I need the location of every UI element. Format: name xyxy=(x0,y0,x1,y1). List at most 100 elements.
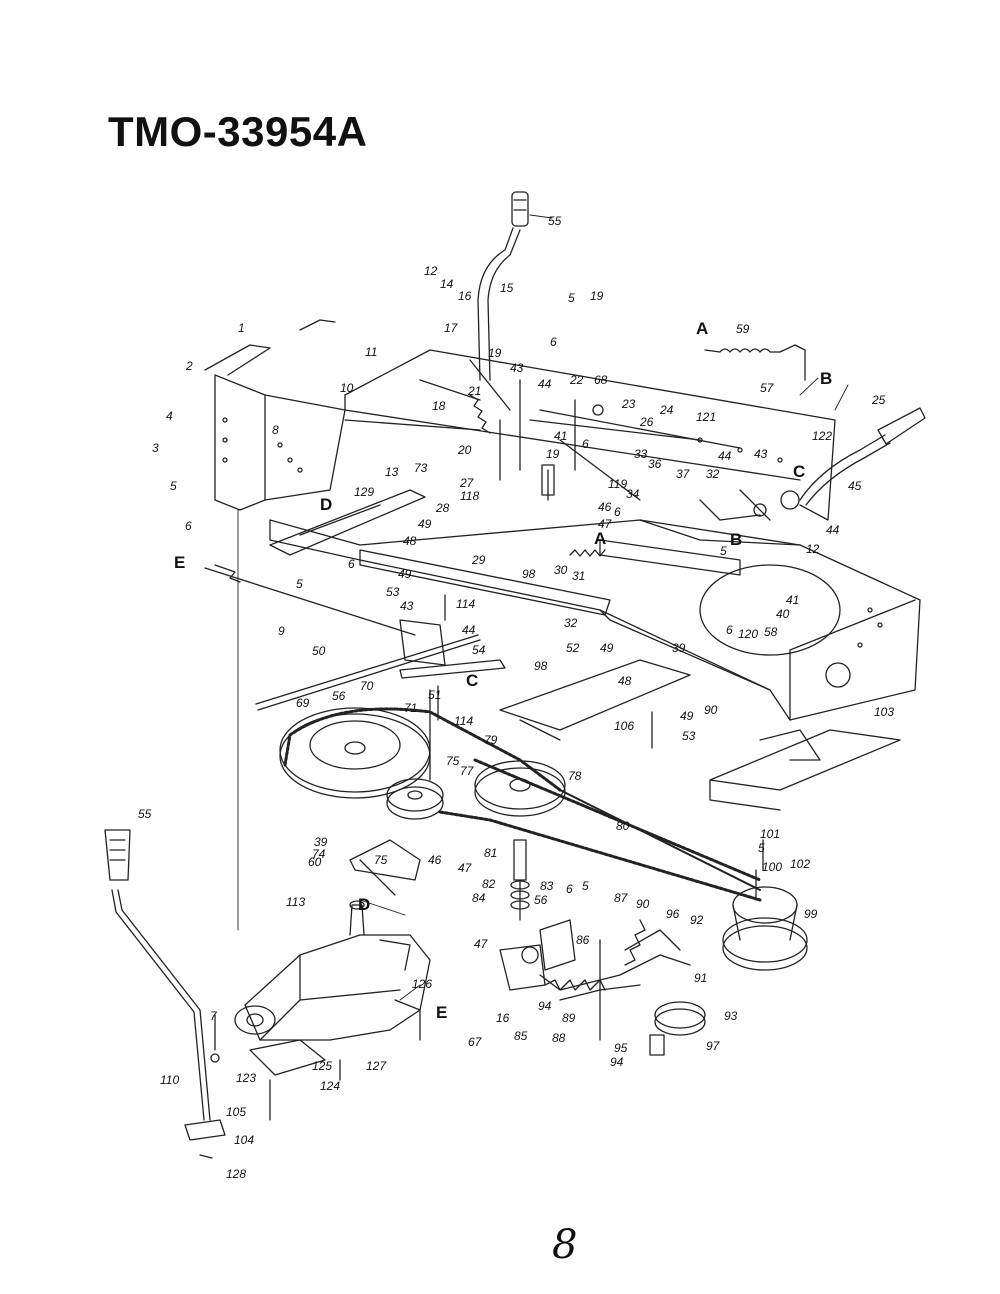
part-label-p49a: 49 xyxy=(418,517,432,531)
part-label-p3: 3 xyxy=(152,441,159,455)
part-label-p6a: 6 xyxy=(185,519,192,533)
part-label-p36: 36 xyxy=(648,457,662,471)
part-label-p94b: 94 xyxy=(610,1055,624,1069)
upper-linkages xyxy=(204,191,926,811)
part-label-p106: 106 xyxy=(614,719,634,733)
part-label-p95: 95 xyxy=(614,1041,628,1055)
part-label-p30: 30 xyxy=(554,563,568,577)
part-label-p5a: 5 xyxy=(170,479,177,493)
part-label-p128: 128 xyxy=(226,1167,246,1181)
part-label-p41b: 41 xyxy=(786,593,799,607)
part-label-p6g: 6 xyxy=(566,882,573,896)
part-label-p26: 26 xyxy=(639,415,654,429)
part-label-p113: 113 xyxy=(286,895,305,909)
part-label-p1: 1 xyxy=(238,321,245,335)
part-label-p58: 58 xyxy=(764,625,778,639)
part-label-p75a: 75 xyxy=(446,754,460,768)
part-label-p5b: 5 xyxy=(568,291,575,305)
part-label-p125: 125 xyxy=(312,1059,332,1073)
part-label-p114b: 114 xyxy=(454,714,473,728)
part-label-p101: 101 xyxy=(760,827,780,841)
callout-d-left: D xyxy=(320,495,332,514)
part-label-p69: 69 xyxy=(296,696,310,710)
part-label-p43c: 43 xyxy=(400,599,414,613)
chassis-frame xyxy=(214,349,921,721)
part-label-p129: 129 xyxy=(354,485,374,499)
part-label-p9: 9 xyxy=(278,624,285,638)
part-label-p97: 97 xyxy=(706,1039,721,1053)
part-label-p44a: 44 xyxy=(538,377,552,391)
part-label-p12b: 12 xyxy=(806,542,820,556)
belt-pulleys xyxy=(279,689,808,1056)
part-label-p90b: 90 xyxy=(636,897,650,911)
part-label-p17: 17 xyxy=(444,321,459,335)
part-label-p114a: 114 xyxy=(456,597,475,611)
part-label-p8: 8 xyxy=(272,423,279,437)
part-label-p25: 25 xyxy=(871,393,886,407)
part-label-p122: 122 xyxy=(812,429,832,443)
part-label-p55a: 55 xyxy=(548,214,562,228)
part-label-p10: 10 xyxy=(340,381,354,395)
part-label-p92: 92 xyxy=(690,913,704,927)
part-label-p110: 110 xyxy=(160,1073,179,1087)
part-label-p99: 99 xyxy=(804,907,818,921)
part-label-p6b: 6 xyxy=(550,335,557,349)
part-label-p56b: 56 xyxy=(534,893,548,907)
part-label-p12a: 12 xyxy=(424,264,438,278)
part-label-p127: 127 xyxy=(366,1059,387,1073)
part-label-p53b: 53 xyxy=(682,729,696,743)
part-label-p73: 73 xyxy=(414,461,428,475)
part-label-p44d: 44 xyxy=(462,623,476,637)
part-label-p21: 21 xyxy=(467,384,481,398)
part-label-p34: 34 xyxy=(626,487,640,501)
part-label-p85: 85 xyxy=(514,1029,528,1043)
callout-a-top: A xyxy=(696,319,708,338)
part-label-p87: 87 xyxy=(614,891,629,905)
part-label-p43a: 43 xyxy=(510,361,524,375)
part-label-p68: 68 xyxy=(594,373,608,387)
part-label-p14: 14 xyxy=(440,277,454,291)
part-label-p31: 31 xyxy=(572,569,585,583)
part-label-p32a: 32 xyxy=(706,467,720,481)
part-label-p46a: 46 xyxy=(598,500,612,514)
part-label-p5c: 5 xyxy=(720,544,727,558)
part-label-p55b: 55 xyxy=(138,807,152,821)
part-label-p52: 52 xyxy=(566,641,580,655)
part-label-p86: 86 xyxy=(576,933,590,947)
part-label-p15: 15 xyxy=(500,281,514,295)
part-label-p2: 2 xyxy=(185,359,193,373)
callout-e-left: E xyxy=(174,553,185,572)
part-label-p78: 78 xyxy=(568,769,582,783)
part-label-p33: 33 xyxy=(634,447,648,461)
part-label-p119: 119 xyxy=(608,477,627,491)
part-label-p93: 93 xyxy=(724,1009,738,1023)
part-label-p19a: 19 xyxy=(488,346,502,360)
part-label-p49c: 49 xyxy=(600,641,614,655)
part-label-p5d: 5 xyxy=(296,577,303,591)
part-label-p59: 59 xyxy=(736,322,750,336)
idler-brackets xyxy=(349,839,691,1001)
part-label-p89: 89 xyxy=(562,1011,576,1025)
part-label-p32b: 32 xyxy=(564,616,578,630)
part-label-p5f: 5 xyxy=(758,841,765,855)
part-label-p13: 13 xyxy=(385,465,399,479)
diagram-title: TMO-33954A xyxy=(108,108,368,155)
part-label-p98a: 98 xyxy=(522,567,536,581)
part-label-p44b: 44 xyxy=(718,449,732,463)
leader-lines xyxy=(237,214,849,1001)
page-number: 8 xyxy=(552,1222,578,1268)
part-label-p23: 23 xyxy=(621,397,636,411)
part-label-p16a: 16 xyxy=(458,289,472,303)
callout-b-top: B xyxy=(820,369,832,388)
part-label-p88: 88 xyxy=(552,1031,566,1045)
part-label-p6c: 6 xyxy=(582,437,589,451)
part-label-p19b: 19 xyxy=(590,289,604,303)
part-label-p11: 11 xyxy=(365,345,377,359)
transaxle-113 xyxy=(104,829,431,1159)
part-label-p47c: 47 xyxy=(474,937,489,951)
part-label-p100: 100 xyxy=(762,860,782,874)
part-label-p27: 27 xyxy=(459,476,475,490)
part-label-p105: 105 xyxy=(226,1105,246,1119)
